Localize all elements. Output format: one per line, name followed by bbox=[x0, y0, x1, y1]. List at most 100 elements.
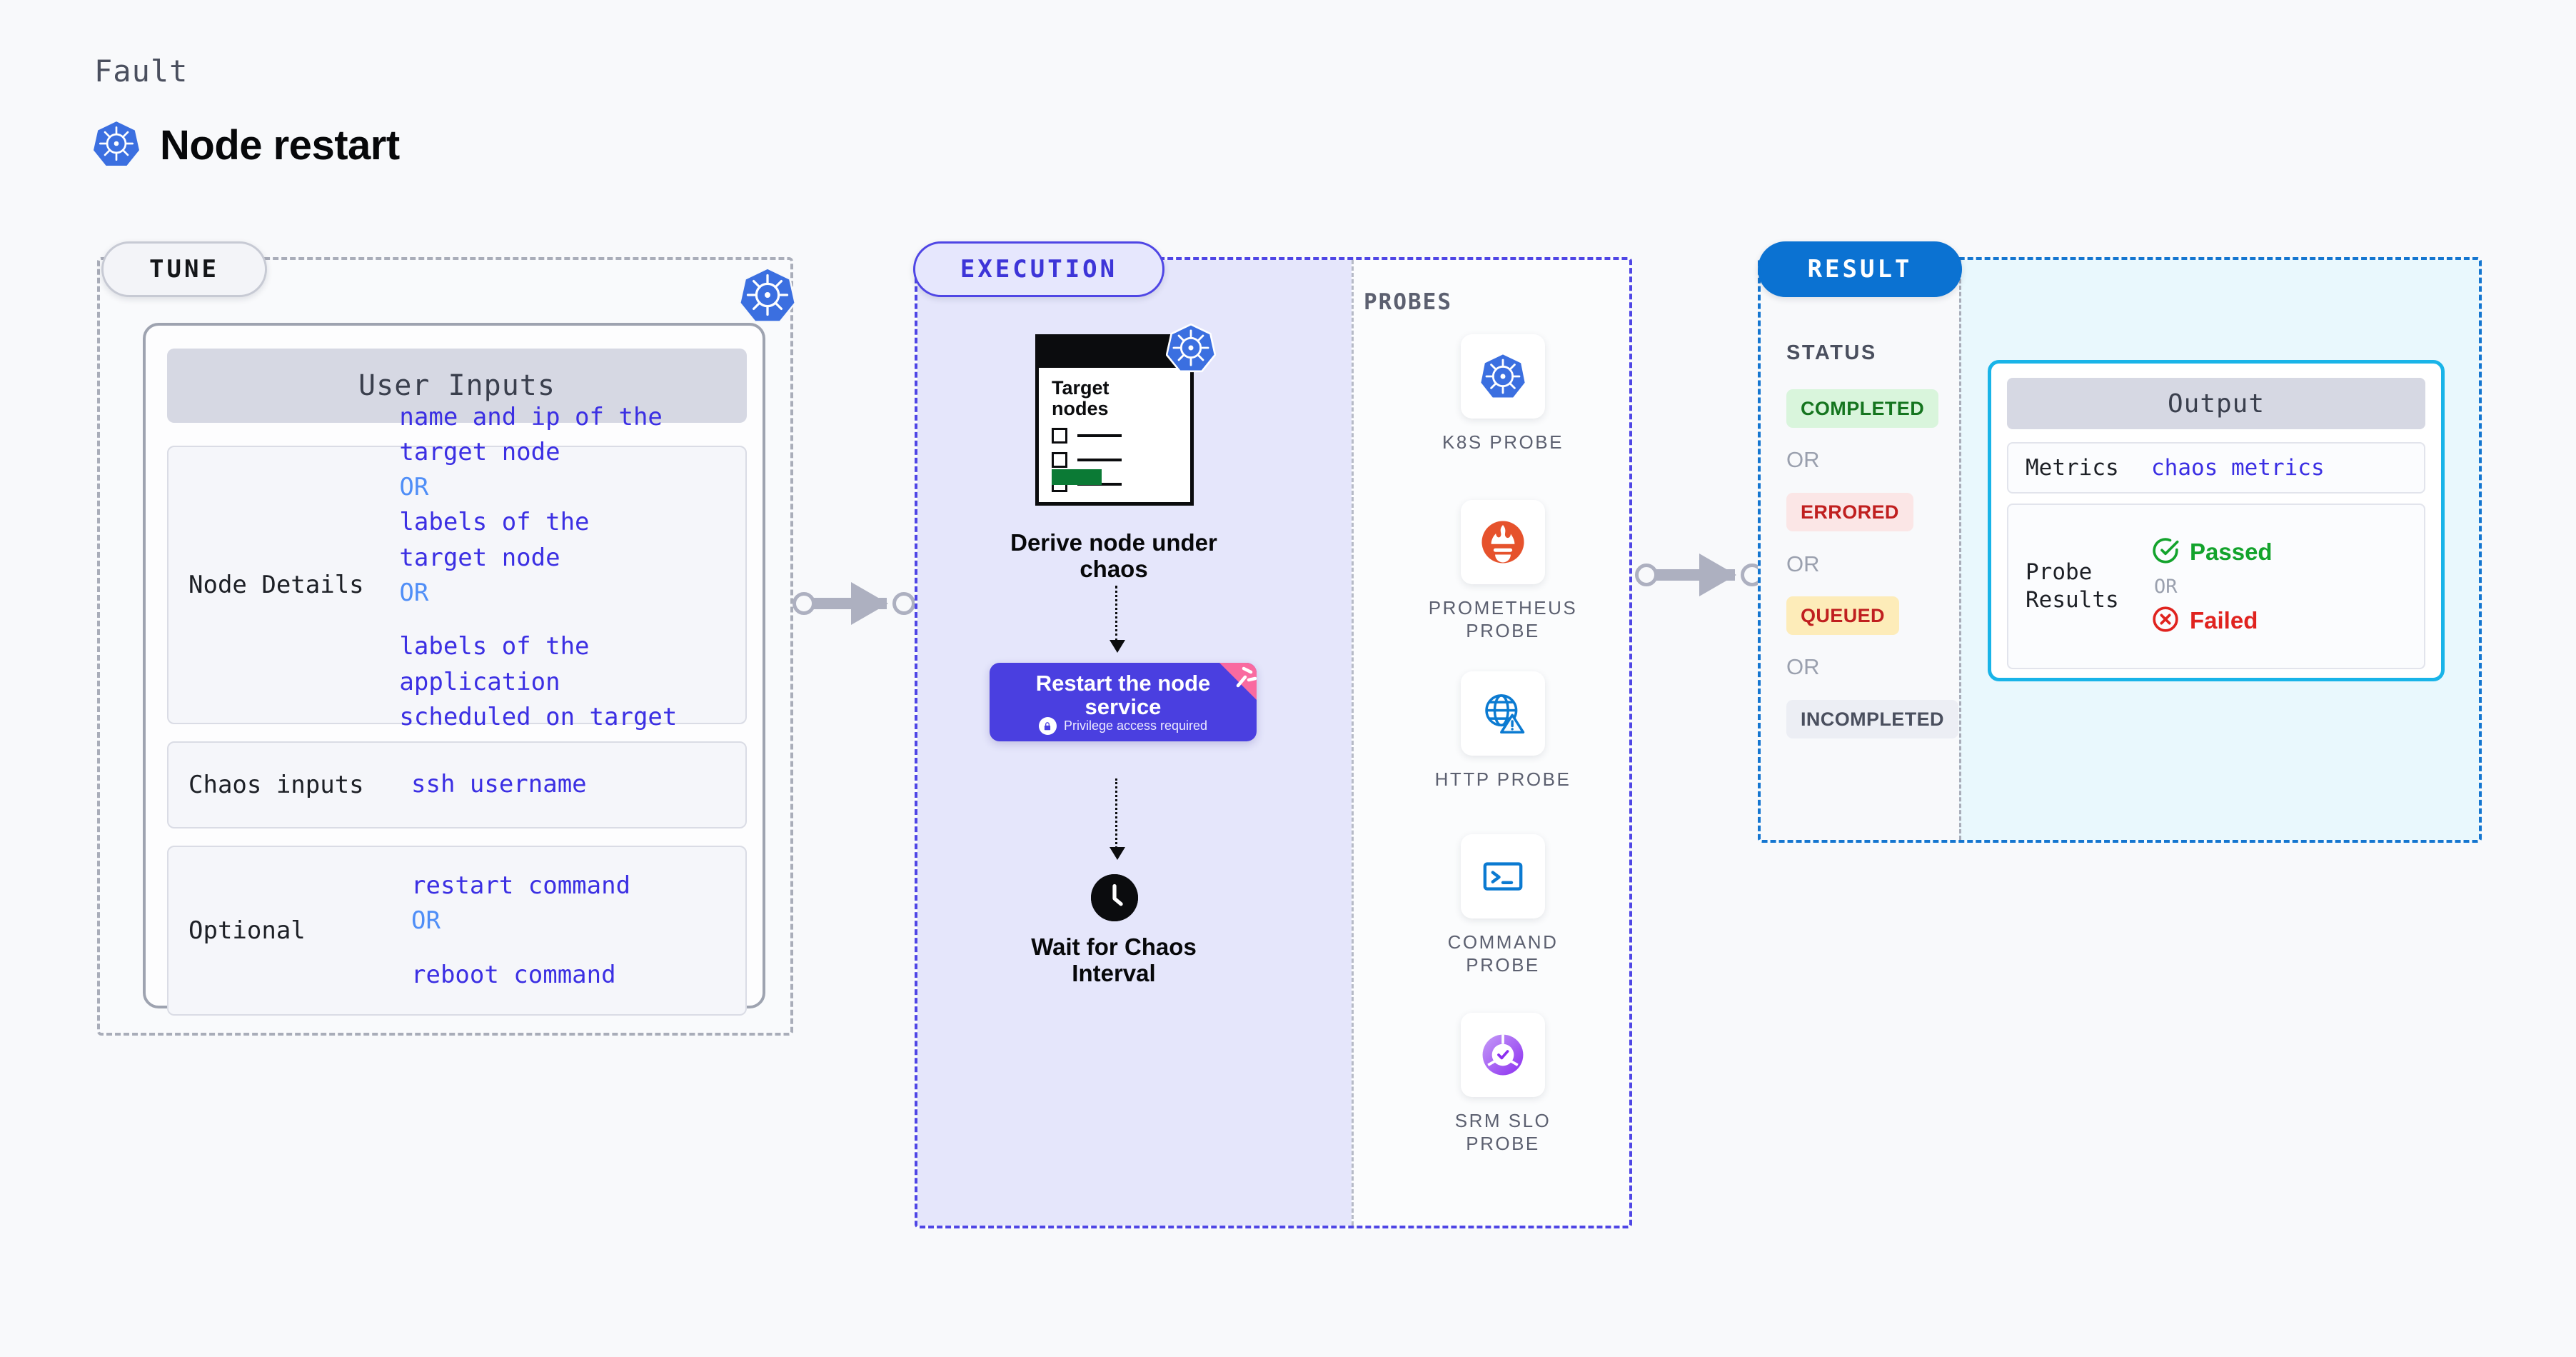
user-inputs-card: User Inputs Node Details name and ip of … bbox=[143, 323, 765, 1016]
probe-label: COMMAND PROBE bbox=[1448, 931, 1559, 976]
x-circle-icon bbox=[2151, 605, 2180, 637]
probe-label: HTTP PROBE bbox=[1435, 768, 1571, 791]
kubernetes-icon bbox=[1165, 323, 1217, 373]
value-line: labels of the application bbox=[399, 632, 590, 696]
input-row-values: ssh username bbox=[411, 767, 587, 802]
step-restart-node-service[interactable]: Restart the node service Privilege acces… bbox=[990, 663, 1257, 741]
probe-result-values: Passed OR Failed bbox=[2151, 536, 2273, 637]
terminal-icon bbox=[1461, 834, 1545, 918]
probe-label-line: SRM SLO bbox=[1454, 1110, 1551, 1131]
spacer bbox=[411, 939, 630, 958]
probe-item-command[interactable]: COMMAND PROBE bbox=[1403, 834, 1603, 976]
execution-panel-pill[interactable]: EXECUTION bbox=[913, 241, 1164, 297]
target-nodes-card: Target nodes bbox=[1035, 334, 1194, 506]
fault-corner-icon bbox=[1218, 663, 1257, 701]
probe-item-k8s[interactable]: K8S PROBE bbox=[1403, 334, 1603, 454]
arrow-head-icon bbox=[851, 582, 888, 625]
input-row-chaos-inputs[interactable]: Chaos inputs ssh username bbox=[167, 741, 747, 828]
card-top-bar bbox=[1039, 338, 1190, 368]
target-nodes-title: Target nodes bbox=[1052, 377, 1173, 419]
line-placeholder bbox=[1077, 434, 1122, 437]
http-globe-warning-icon bbox=[1461, 671, 1545, 756]
flow-arrow-icon bbox=[1110, 778, 1125, 860]
input-row-optional[interactable]: Optional restart command OR reboot comma… bbox=[167, 846, 747, 1016]
caption-line: Wait for Chaos bbox=[1031, 933, 1197, 960]
probe-label: PROMETHEUS PROBE bbox=[1429, 597, 1577, 642]
label-line: Results bbox=[2026, 587, 2119, 613]
connector-execution-to-result bbox=[1635, 554, 1775, 596]
checkbox-icon bbox=[1052, 428, 1067, 444]
srm-slo-donut-icon bbox=[1461, 1013, 1545, 1097]
title-line: Restart the node bbox=[1035, 671, 1211, 696]
step-caption-derive-node: Derive node under chaos bbox=[1010, 529, 1217, 582]
input-row-values: restart command OR reboot command bbox=[411, 868, 630, 993]
result-divider bbox=[1959, 260, 1961, 840]
status-or-separator: OR bbox=[1786, 654, 1820, 679]
caption-line: Interval bbox=[1072, 959, 1156, 986]
line-placeholder bbox=[1077, 459, 1122, 461]
value-line: labels of the bbox=[399, 508, 590, 537]
status-badge-errored: ERRORED bbox=[1786, 493, 1913, 531]
probe-result-passed-text: Passed bbox=[2190, 539, 2273, 565]
page-title: Node restart bbox=[93, 120, 400, 171]
probe-label-line: PROBE bbox=[1466, 1132, 1540, 1154]
or-separator: OR bbox=[411, 906, 441, 936]
probe-label: SRM SLO PROBE bbox=[1455, 1110, 1551, 1155]
clock-icon bbox=[1091, 874, 1138, 921]
kubernetes-icon bbox=[738, 266, 797, 324]
arrow-head-icon bbox=[1699, 554, 1736, 596]
spacer bbox=[399, 611, 745, 629]
input-row-label: Chaos inputs bbox=[188, 770, 364, 799]
checkbox-row bbox=[1052, 452, 1122, 468]
step-caption-wait-for-chaos-interval: Wait for Chaos Interval bbox=[1000, 933, 1228, 987]
output-card-title: Output bbox=[2007, 378, 2425, 429]
title-line: service bbox=[1085, 694, 1162, 720]
check-circle-icon bbox=[2151, 536, 2180, 569]
step-subtitle-text: Privilege access required bbox=[1063, 718, 1208, 733]
output-row-metrics[interactable]: Metrics chaos metrics bbox=[2007, 442, 2425, 494]
tune-panel-pill[interactable]: TUNE bbox=[101, 241, 267, 297]
probes-section-label: PROBES bbox=[1364, 289, 1452, 315]
checkbox-row bbox=[1052, 428, 1122, 444]
user-inputs-card-title: User Inputs bbox=[167, 349, 747, 423]
probe-result-or-separator: OR bbox=[2154, 575, 2178, 598]
output-row-label: Metrics bbox=[2026, 454, 2119, 481]
status-or-separator: OR bbox=[1786, 551, 1820, 576]
probe-item-srm-slo[interactable]: SRM SLO PROBE bbox=[1403, 1013, 1603, 1155]
result-panel-pill[interactable]: RESULT bbox=[1758, 241, 1962, 297]
or-separator: OR bbox=[399, 473, 429, 502]
probe-label-line: PROBE bbox=[1466, 619, 1540, 641]
result-status-background bbox=[1761, 260, 1959, 840]
value-line: target node bbox=[399, 437, 560, 466]
title-line: Target bbox=[1052, 377, 1110, 399]
value-line: restart command bbox=[411, 871, 631, 901]
status-badge-incompleted: INCOMPLETED bbox=[1786, 700, 1958, 738]
probe-label-line: K8S PROBE bbox=[1442, 431, 1564, 453]
probe-item-http[interactable]: HTTP PROBE bbox=[1403, 671, 1603, 791]
status-section-label: STATUS bbox=[1786, 341, 1877, 364]
output-card: Output Metrics chaos metrics Probe Resul… bbox=[1988, 360, 2445, 681]
selected-node-highlight bbox=[1052, 469, 1102, 485]
output-row-value: chaos metrics bbox=[2151, 455, 2325, 481]
connector-start-dot bbox=[793, 592, 815, 615]
step-subtitle: Privilege access required bbox=[990, 717, 1257, 735]
probe-item-prometheus[interactable]: PROMETHEUS PROBE bbox=[1403, 500, 1603, 642]
probe-result-passed: Passed bbox=[2151, 536, 2273, 569]
probe-label-line: HTTP PROBE bbox=[1434, 768, 1571, 790]
probe-result-failed: Failed bbox=[2151, 605, 2273, 637]
input-row-values: name and ip of the target node OR labels… bbox=[399, 400, 745, 771]
output-row-label: Probe Results bbox=[2008, 559, 2151, 614]
step-title: Restart the node service bbox=[990, 671, 1257, 719]
probe-label-line: PROMETHEUS bbox=[1428, 597, 1578, 619]
input-row-node-details[interactable]: Node Details name and ip of the target n… bbox=[167, 403, 747, 766]
checkbox-icon bbox=[1052, 452, 1067, 468]
value-line: name and ip of the bbox=[399, 402, 663, 431]
connector-start-dot bbox=[1635, 564, 1658, 586]
or-separator: OR bbox=[399, 579, 429, 607]
page-title-text: Node restart bbox=[160, 122, 400, 169]
value-line: target node bbox=[399, 543, 560, 572]
output-row-probe-results[interactable]: Probe Results Passed OR bbox=[2007, 504, 2425, 669]
fault-label: Fault bbox=[94, 54, 188, 89]
label-line: Probe bbox=[2026, 559, 2093, 586]
